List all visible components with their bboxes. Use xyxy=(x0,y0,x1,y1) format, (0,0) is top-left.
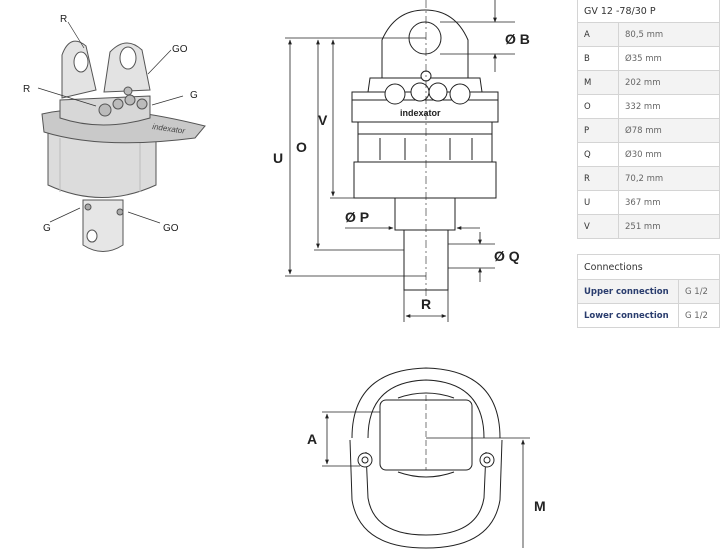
spec-value: 70,2 mm xyxy=(618,166,720,191)
dim-label-p: Ø P xyxy=(345,209,369,225)
spec-key: Q xyxy=(577,142,619,167)
iso-label-g-right: G xyxy=(190,90,198,101)
iso-label-g-bottom: G xyxy=(43,223,51,234)
dim-label-b: Ø B xyxy=(505,31,530,47)
dim-label-u: U xyxy=(273,150,283,166)
spec-key: A xyxy=(577,22,619,47)
dim-label-r: R xyxy=(421,296,431,312)
dim-label-q: Ø Q xyxy=(494,248,520,264)
dim-label-o: O xyxy=(296,139,307,155)
iso-label-r-left: R xyxy=(23,84,30,95)
spec-value: 251 mm xyxy=(618,214,720,239)
spec-value: Ø78 mm xyxy=(618,118,720,143)
spec-value: 367 mm xyxy=(618,190,720,215)
spec-key: R xyxy=(577,166,619,191)
connection-value: G 1/2 xyxy=(678,303,720,328)
spec-key: O xyxy=(577,94,619,119)
spec-value: 202 mm xyxy=(618,70,720,95)
bottom-plan-view xyxy=(349,367,503,549)
connection-value: G 1/2 xyxy=(678,279,720,304)
dim-label-m: M xyxy=(534,498,546,514)
connection-key: Lower connection xyxy=(577,303,679,328)
iso-label-go-bottom: GO xyxy=(163,223,179,234)
spec-key: P xyxy=(577,118,619,143)
side-dimension-lines xyxy=(285,0,515,322)
iso-label-go-top: GO xyxy=(172,44,188,55)
spec-key: B xyxy=(577,46,619,71)
dim-label-a: A xyxy=(307,431,317,447)
connection-key: Upper connection xyxy=(577,279,679,304)
technical-drawings: R GO R G G GO indexator indexator xyxy=(23,0,546,549)
spec-table-title: GV 12 -78/30 P xyxy=(577,0,720,23)
connections-table-title: Connections xyxy=(577,254,720,280)
dim-label-v: V xyxy=(318,112,328,128)
spec-key: M xyxy=(577,70,619,95)
spec-value: Ø30 mm xyxy=(618,142,720,167)
side-elevation-view xyxy=(351,0,499,300)
bottom-dimension-lines xyxy=(322,411,530,548)
spec-key: U xyxy=(577,190,619,215)
iso-label-r-top: R xyxy=(60,14,67,25)
isometric-rotator-view xyxy=(37,21,206,252)
spec-key: V xyxy=(577,214,619,239)
spec-value: 332 mm xyxy=(618,94,720,119)
side-brand-logo: indexator xyxy=(400,108,441,118)
spec-value: Ø35 mm xyxy=(618,46,720,71)
spec-value: 80,5 mm xyxy=(618,22,720,47)
